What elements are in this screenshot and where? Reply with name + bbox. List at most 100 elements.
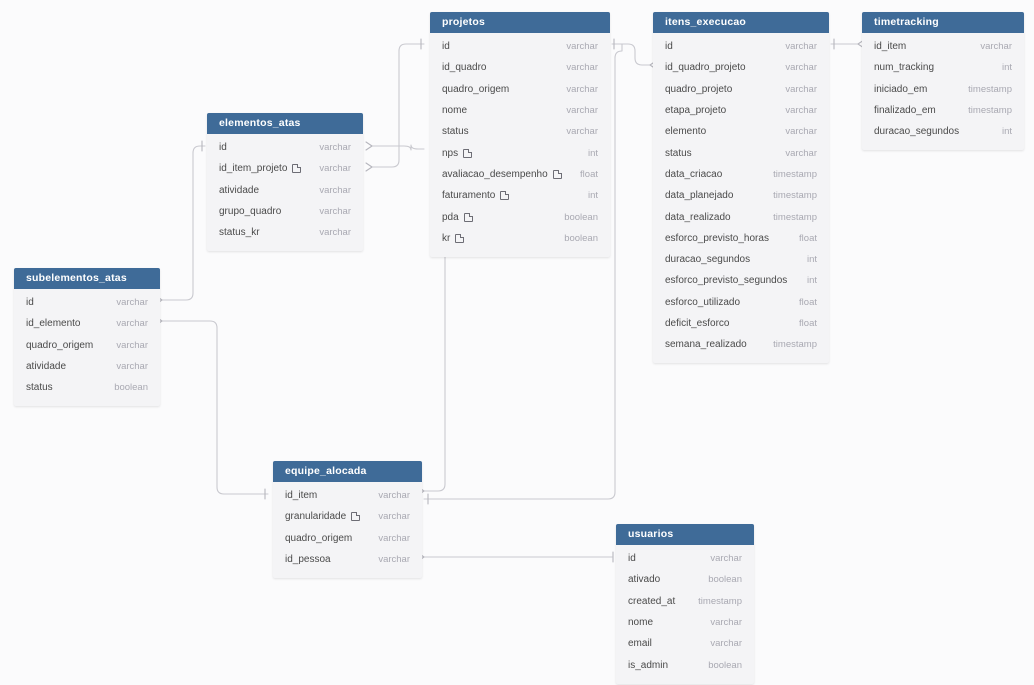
- table-header-subelementos_atas[interactable]: subelementos_atas: [14, 268, 160, 289]
- field-type: boolean: [708, 659, 742, 671]
- field-row[interactable]: id_item varchar: [273, 485, 422, 506]
- field-type: boolean: [708, 574, 742, 586]
- field-name: id: [665, 41, 673, 53]
- field-name: id_item: [285, 490, 318, 502]
- field-name: num_tracking: [874, 62, 935, 74]
- field-name: id: [219, 142, 227, 154]
- field-name-wrapper: id_item: [285, 490, 317, 501]
- field-name-wrapper: quadro_origem: [285, 533, 352, 544]
- field-name-wrapper: data_realizado: [665, 212, 731, 223]
- field-name: grupo_quadro: [219, 206, 282, 218]
- field-type: varchar: [785, 83, 817, 95]
- field-name-wrapper: id: [628, 553, 636, 564]
- table-header-timetracking[interactable]: timetracking: [862, 12, 1024, 33]
- field-name-wrapper: quadro_origem: [26, 340, 93, 351]
- field-name-wrapper: id: [26, 297, 34, 308]
- field-name: status: [442, 126, 469, 138]
- field-type: varchar: [116, 339, 148, 351]
- field-type: int: [587, 147, 598, 159]
- table-header-usuarios[interactable]: usuarios: [616, 524, 754, 545]
- table-header-elementos_atas[interactable]: elementos_atas: [207, 113, 363, 134]
- field-row[interactable]: nps int: [430, 142, 610, 163]
- field-type: varchar: [566, 41, 598, 53]
- table-header-projetos[interactable]: projetos: [430, 12, 610, 33]
- field-type: boolean: [114, 382, 148, 394]
- field-name: nome: [442, 105, 468, 117]
- field-type: varchar: [378, 490, 410, 502]
- nullable-icon: [292, 164, 302, 174]
- edge-elementos-iditemprojeto-projetos-id: [371, 43, 425, 168]
- table-header-itens_execucao[interactable]: itens_execucao: [653, 12, 829, 33]
- field-type: timestamp: [968, 105, 1012, 117]
- field-name: quadro_origem: [285, 532, 353, 544]
- table-header-equipe_alocada[interactable]: equipe_alocada: [273, 461, 422, 482]
- field-type: varchar: [319, 163, 351, 175]
- field-name-wrapper: nps: [442, 148, 473, 159]
- field-row[interactable]: quadro_origem varchar: [14, 335, 160, 356]
- field-name-wrapper: created_at: [628, 596, 675, 607]
- nullable-icon: [351, 512, 361, 522]
- field-name: faturamento: [442, 190, 496, 202]
- field-type: varchar: [378, 511, 410, 523]
- field-name-wrapper: kr: [442, 233, 465, 244]
